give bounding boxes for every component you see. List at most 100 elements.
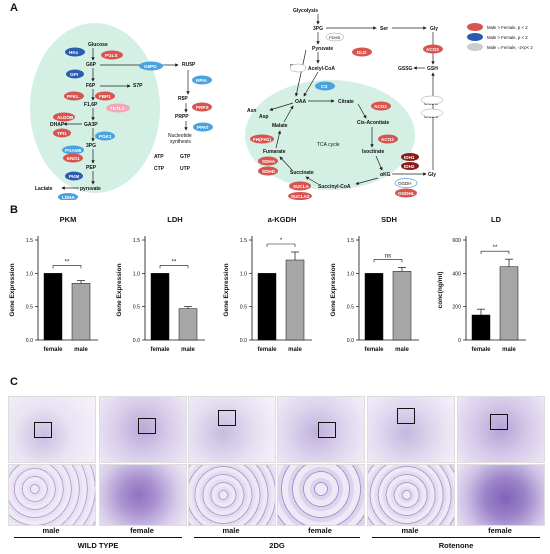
enzyme-dld: DLD	[357, 50, 367, 55]
enzyme-phgdh: PDHB	[329, 35, 340, 40]
enzyme-pfkl: PFKL	[67, 94, 79, 99]
chart-ytick-label-2-3: 1.5	[240, 238, 247, 244]
f6p-label: F6P	[86, 83, 96, 89]
enzyme-ogdhl: OGDHL	[398, 191, 415, 196]
chart-ylabel-2: Gene Expression	[223, 263, 230, 316]
enzyme-aco2c: ACO2	[381, 137, 394, 142]
chart-category-1-0: female	[150, 347, 170, 353]
gtp-label: GTP	[180, 154, 191, 160]
chart-ylabel-1: Gene Expression	[116, 263, 123, 316]
chart-title-4: LD	[491, 215, 502, 224]
enzyme-pgk1: PGK1	[99, 134, 112, 139]
chart-bar-3-0	[364, 273, 384, 341]
ru5p-label: RU5P	[182, 62, 196, 68]
chart-ytick-label-2-1: 0.5	[240, 305, 247, 311]
succinate-label: Succinate	[290, 170, 314, 176]
chart-ytick-label-0-3: 1.5	[26, 238, 33, 244]
nucleotide-label: Nucleotide	[168, 133, 192, 139]
legend-swatch-red	[467, 23, 483, 31]
f16bp-label: F1,6P	[84, 102, 98, 108]
bar-charts-svg: PKM Gene Expression 0.0 0.5 1.0 1.5 female male…	[9, 215, 526, 353]
chart-significance-2: *	[280, 238, 283, 244]
enzyme-ldha: LDHA	[62, 195, 75, 200]
tca-pyruvate-label: Pyruvate	[312, 46, 333, 52]
zoom-box-1	[34, 422, 52, 438]
cis-aconitate-label: Cis-Aconitate	[357, 120, 389, 126]
chart-significance-3: ns	[385, 253, 391, 259]
chart-ylabel-0: Gene Expression	[9, 263, 16, 316]
legend-swatch-gray	[467, 43, 483, 51]
enzyme-aco2a: ACO2	[426, 47, 439, 52]
chart-ytick-label-3-0: 0.0	[347, 338, 354, 344]
chart-title-3: SDH	[381, 215, 397, 224]
enzyme-pgls: PGLS	[105, 53, 118, 58]
chart-bar-3-1	[392, 271, 412, 341]
chart-ytick-label-1-2: 1.0	[133, 271, 140, 277]
r5p-label: R5P	[178, 96, 188, 102]
chart-ytick-label-4-3: 600	[452, 238, 461, 244]
chart-category-3-1: male	[395, 347, 409, 353]
acetyl-coa-label: Acetyl-CoA	[308, 66, 335, 72]
fumarate-label: Fumarate	[263, 149, 286, 155]
zoom-box-6	[490, 414, 508, 430]
chart-bar-0-0	[43, 273, 63, 341]
enzyme-sdha: SDHA	[262, 159, 276, 164]
pep-label: PEP	[86, 165, 97, 171]
group-line-wt	[14, 537, 182, 538]
chart-significance-1: **	[172, 259, 177, 265]
chart-category-4-1: male	[502, 347, 516, 353]
enzyme-sucla: SUCLA	[293, 184, 310, 189]
chart-significance-4: **	[493, 245, 498, 251]
asn-label: Asn	[247, 108, 256, 114]
histology-rot-male-high	[367, 464, 455, 526]
3pg-label: 3PG	[86, 143, 96, 149]
ser-label: Ser	[380, 26, 388, 32]
tca-3pg-label: 3PG	[313, 26, 323, 32]
chart-ytick-label-2-2: 1.0	[240, 271, 247, 277]
akg-label: αKG	[380, 172, 391, 178]
enzyme-idh1: IDH1	[404, 155, 415, 160]
pyruvate-label: pyruvate	[80, 186, 101, 192]
chart-ytick-label-1-1: 0.5	[133, 305, 140, 311]
histology-wt-female-high	[99, 464, 187, 526]
chart-ytick-label-4-0: 0	[458, 338, 461, 344]
caption-6: female	[488, 526, 512, 535]
enzyme-sdhd: SDHD	[262, 169, 276, 174]
chart-bar-2-1	[285, 259, 305, 341]
group-line-2dg	[194, 537, 360, 538]
enzyme-fh: FH(FH1)	[253, 137, 271, 142]
chart-title-1: LDH	[167, 215, 182, 224]
ctp-label: CTP	[154, 166, 165, 172]
legend-item-2: Male > Female, p < 2	[487, 35, 528, 40]
histology-wt-female-low	[99, 396, 187, 463]
chart-bar-1-0	[150, 273, 170, 341]
dhap-label: DHAP	[50, 122, 65, 128]
pathway-svg: Glucose G6P F6P F1,6P GA3P DHAP 3PG PEP …	[30, 8, 533, 201]
enzyme-prps: PRPS	[196, 105, 209, 110]
chart-bar-0-1	[71, 283, 91, 341]
chart-bar-2-0	[257, 273, 277, 341]
chart-bar-4-1	[499, 266, 519, 341]
chart-category-2-0: female	[257, 347, 277, 353]
chart-category-0-0: female	[43, 347, 63, 353]
gly-label: Gly	[430, 26, 438, 32]
chart-ytick-label-1-3: 1.5	[133, 238, 140, 244]
chart-bar-4-0	[471, 314, 491, 341]
oaa-label: OAA	[295, 99, 307, 105]
enzyme-eno1: ENO1	[67, 156, 80, 161]
chart-ytick-label-2-0: 0.0	[240, 338, 247, 344]
caption-3: male	[222, 526, 240, 535]
chart-ytick-label-3-3: 1.5	[347, 238, 354, 244]
zoom-box-3	[218, 410, 236, 426]
enzyme-aco2b: ACO2	[374, 104, 387, 109]
asp-label: Asp	[259, 114, 268, 120]
chart-ytick-label-0-0: 0.0	[26, 338, 33, 344]
enzyme-rpia: RPIA	[196, 78, 208, 83]
chart-title-0: PKM	[60, 215, 77, 224]
chart-category-4-0: female	[471, 347, 491, 353]
caption-5: male	[401, 526, 419, 535]
histology-rot-female-high	[457, 464, 545, 526]
legend-swatch-blue	[467, 33, 483, 41]
caption-4: female	[308, 526, 332, 535]
legend-item-1: Male > Female, p < 2	[487, 25, 528, 30]
